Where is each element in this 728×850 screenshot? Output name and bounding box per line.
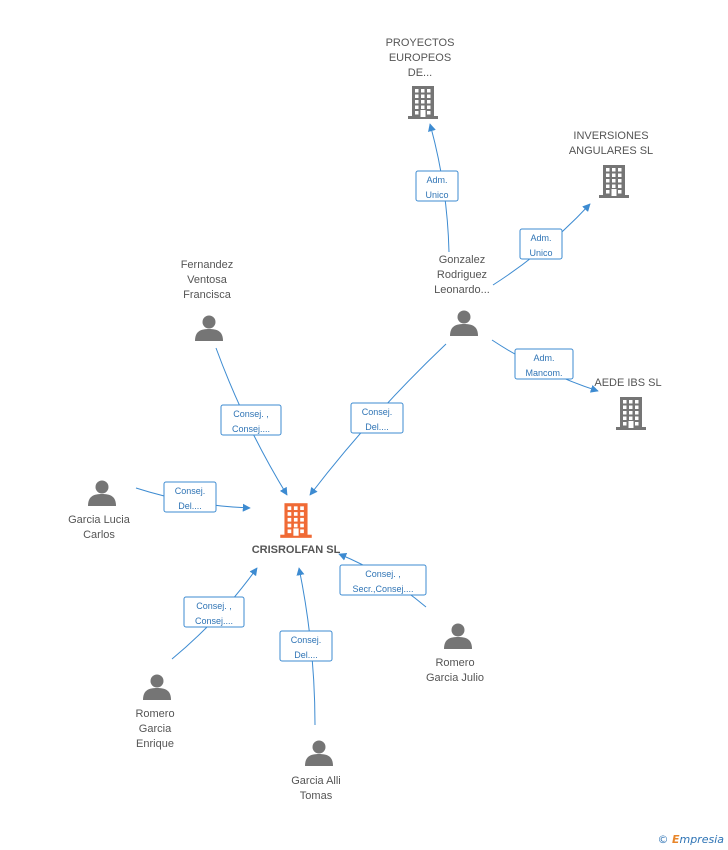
node-label-line: ANGULARES SL [569, 145, 653, 157]
node-label-line: Tomas [300, 790, 333, 802]
building-icon [280, 503, 312, 538]
role-label-box[interactable] [514, 348, 574, 380]
node-label-line: PROYECTOS [386, 37, 455, 49]
company-node-inversiones[interactable]: INVERSIONES ANGULARES SL [569, 130, 653, 198]
role-label-line: Del.... [365, 422, 389, 432]
node-label-line: Garcia Alli [291, 775, 341, 787]
role-label-line: Unico [529, 248, 552, 258]
role-label-line: Mancom. [525, 368, 562, 378]
person-icon [88, 480, 116, 506]
role-label-box[interactable] [339, 564, 427, 596]
node-label-line: INVERSIONES [573, 130, 648, 142]
edge-gonzalez-to-aede[interactable]: Adm. Mancom. [491, 339, 599, 393]
role-label-line: Consej. [291, 635, 322, 645]
role-label-line: Del.... [178, 501, 202, 511]
role-label-line: Unico [425, 190, 448, 200]
node-label-line: Carlos [83, 529, 115, 541]
node-label-line: AEDE IBS SL [594, 377, 661, 389]
person-icon [444, 623, 472, 649]
node-label-line: Romero [435, 657, 474, 669]
nodes-layer: CRISROLFAN SL PROYECTOS EUROPEOS DE... INVER… [68, 37, 662, 802]
role-label-line: Adm. [533, 353, 554, 363]
role-label-box[interactable] [279, 630, 333, 662]
node-label-line: Garcia [139, 723, 172, 735]
role-label-line: Consej. , [365, 569, 401, 579]
edge-romero-julio-to-center[interactable]: Consej. , Secr.,Consej.... [338, 553, 427, 608]
role-label-box[interactable] [163, 481, 217, 513]
node-label-line: Garcia Julio [426, 672, 484, 684]
edge-garcia-alli-to-center[interactable]: Consej. Del.... [279, 567, 333, 726]
role-label-line: Consej. [362, 407, 393, 417]
role-label-line: Secr.,Consej.... [352, 584, 413, 594]
brand-logo-initial: E [671, 833, 680, 846]
role-label-box[interactable] [183, 596, 245, 628]
role-label-line: Consej.... [195, 616, 233, 626]
role-label-line: Consej.... [232, 424, 270, 434]
role-label-line: Del.... [294, 650, 318, 660]
building-icon [616, 397, 646, 430]
building-icon [408, 86, 438, 119]
person-icon [143, 674, 171, 700]
node-label-line: Leonardo... [434, 284, 490, 296]
person-icon [195, 315, 223, 341]
node-label-line: Garcia Lucia [68, 514, 131, 526]
edge-gonzalez-to-center[interactable]: Consej. Del.... [309, 343, 447, 496]
role-label-box[interactable] [350, 402, 404, 434]
node-label-line: Romero [135, 708, 174, 720]
person-icon [450, 310, 478, 336]
company-node-proyectos[interactable]: PROYECTOS EUROPEOS DE... [386, 37, 455, 119]
role-label-line: Consej. , [196, 601, 232, 611]
node-label-line: Ventosa [187, 274, 228, 286]
role-label-box[interactable] [519, 228, 563, 260]
role-label-line: Adm. [530, 233, 551, 243]
role-label-box[interactable] [220, 404, 282, 436]
edge-gonzalez-to-proyectos[interactable]: Adm. Unico [415, 123, 459, 253]
center-company-name: CRISROLFAN SL [252, 544, 341, 556]
edge-romero-enrique-to-center[interactable]: Consej. , Consej.... [171, 567, 258, 660]
edges-layer: Adm.UnicoAdm.UnicoAdm.Mancom.Consej.Del.… [135, 123, 599, 726]
building-icon [599, 165, 629, 198]
role-label-line: Adm. [426, 175, 447, 185]
company-node-aede[interactable]: AEDE IBS SL [594, 377, 662, 430]
edge-garcia-lucia-to-center[interactable]: Consej. Del.... [135, 481, 251, 513]
role-label-box[interactable] [415, 170, 459, 202]
edge-gonzalez-to-inversiones[interactable]: Adm. Unico [492, 203, 591, 286]
person-node-gonzalez[interactable]: GonzalezRodriguezLeonardo... [434, 254, 490, 336]
role-label-line: Consej. [175, 486, 206, 496]
brand-logo-text: mpresia [679, 833, 724, 846]
node-label-line: Enrique [136, 738, 174, 750]
node-label-line: Gonzalez [439, 254, 485, 266]
role-label-line: Consej. , [233, 409, 269, 419]
copyright-symbol: © [657, 833, 669, 846]
person-icon [305, 740, 333, 766]
center-company-node[interactable]: CRISROLFAN SL [252, 503, 341, 556]
node-label-line: DE... [408, 67, 432, 79]
node-label-line: EUROPEOS [389, 52, 451, 64]
node-label-line: Francisca [183, 289, 232, 301]
node-label-line: Fernandez [181, 259, 234, 271]
copyright-footer: © Empresia [657, 833, 724, 846]
edge-fernandez-to-center[interactable]: Consej. , Consej.... [215, 347, 288, 496]
node-label-line: Rodriguez [437, 269, 487, 281]
